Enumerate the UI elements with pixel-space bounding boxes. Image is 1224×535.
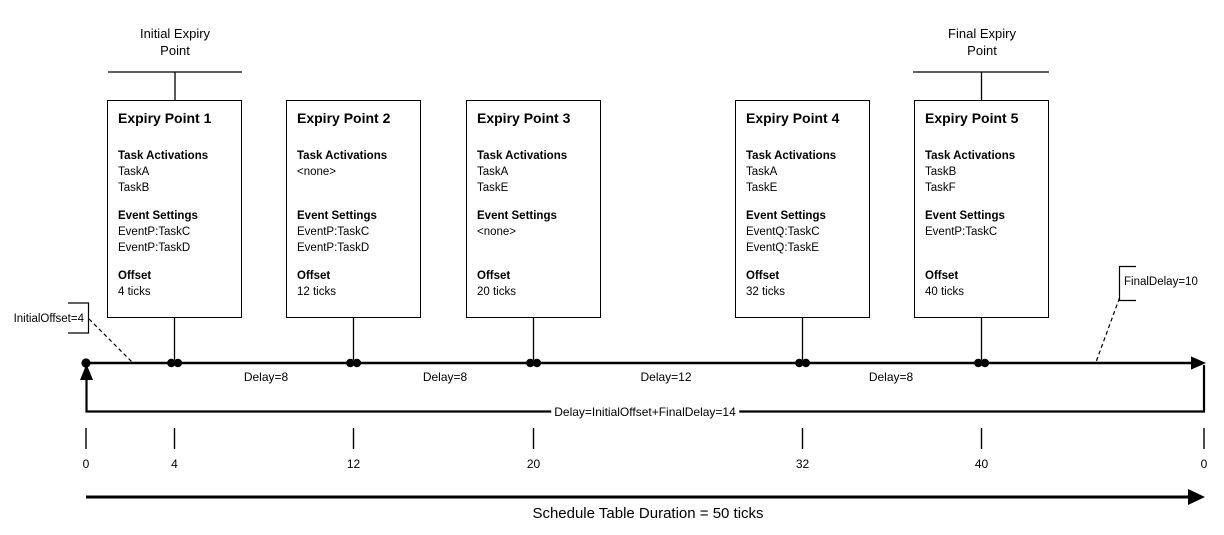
initial-expiry-point-label: Initial Expiry Point [139, 26, 211, 58]
schedule-table-duration-label: Schedule Table Duration = 50 ticks [532, 505, 764, 522]
final-expiry-point-label: Final Expiry Point [948, 26, 1016, 58]
timeline-start-dot [81, 358, 91, 368]
event-settings-list: EventP:TaskC [925, 226, 998, 238]
axis-tick-label-40: 40 [974, 457, 989, 471]
wrap-delay-label: Delay=InitialOffset+FinalDelay=14 [551, 405, 739, 419]
offset-value: 32 ticks [746, 286, 785, 298]
timeline-arrowhead [1191, 356, 1206, 370]
delay-label-4: Delay=8 [868, 370, 914, 384]
event-settings-list: EventQ:TaskC EventQ:TaskE [746, 226, 820, 254]
offset-header: Offset [925, 270, 959, 282]
expiry-point-dots [167, 358, 990, 368]
task-activations-list: TaskA TaskE [746, 166, 778, 194]
delay-label-1: Delay=8 [243, 370, 289, 384]
expiry-point-box-2: Expiry Point 2 Task Activations <none> E… [286, 100, 421, 318]
axis-tick-label-32: 32 [795, 457, 810, 471]
task-activations-list: TaskA TaskB [118, 166, 150, 194]
event-settings-header: Event Settings [925, 210, 1005, 222]
expiry-point-box-1: Expiry Point 1 Task Activations TaskA Ta… [107, 100, 242, 318]
event-settings-header: Event Settings [118, 210, 198, 222]
delay-label-2: Delay=8 [422, 370, 468, 384]
duration-arrowhead [1188, 489, 1205, 505]
final-delay-leader-line [1095, 297, 1121, 363]
offset-value: 12 ticks [297, 286, 336, 298]
box-to-timeline-connectors [173, 318, 983, 360]
initial-expiry-bracket [108, 71, 242, 100]
initial-offset-callout: InitialOffset=4 [13, 313, 84, 325]
expiry-point-box-5: Expiry Point 5 Task Activations TaskB Ta… [914, 100, 1049, 318]
task-activations-header: Task Activations [477, 150, 568, 162]
offset-header: Offset [297, 270, 331, 282]
expiry-point-title: Expiry Point 2 [297, 110, 391, 126]
offset-header: Offset [746, 270, 780, 282]
expiry-point-title: Expiry Point 5 [925, 110, 1019, 126]
expiry-point-title: Expiry Point 1 [118, 110, 212, 126]
offset-header: Offset [477, 270, 511, 282]
axis-tick-label-wrap0: 0 [1200, 457, 1208, 471]
axis-tick-marks [85, 428, 1205, 449]
expiry-point-title: Expiry Point 3 [477, 110, 571, 126]
event-settings-list: EventP:TaskC EventP:TaskD [297, 226, 370, 254]
axis-tick-label-4: 4 [171, 457, 178, 471]
task-activations-header: Task Activations [925, 150, 1016, 162]
task-activations-list: TaskB TaskF [925, 166, 957, 194]
event-settings-list: EventP:TaskC EventP:TaskD [118, 226, 191, 254]
expiry-point-title: Expiry Point 4 [746, 110, 840, 126]
delay-label-3: Delay=12 [640, 370, 692, 384]
task-activations-header: Task Activations [746, 150, 837, 162]
expiry-point-box-3: Expiry Point 3 Task Activations TaskA Ta… [466, 100, 601, 318]
axis-tick-label-20: 20 [526, 457, 541, 471]
task-activations-header: Task Activations [297, 150, 388, 162]
offset-value: 40 ticks [925, 286, 964, 298]
event-settings-list: <none> [477, 226, 517, 238]
task-activations-list: TaskA TaskE [477, 166, 509, 194]
final-delay-callout: FinalDelay=10 [1124, 276, 1198, 288]
initial-offset-leader-line [88, 318, 133, 363]
offset-value: 20 ticks [477, 286, 516, 298]
offset-header: Offset [118, 270, 152, 282]
wrap-delay-up-arrowhead [80, 364, 93, 380]
axis-tick-label-0: 0 [82, 457, 90, 471]
task-activations-list: <none> [297, 166, 337, 178]
final-expiry-bracket [913, 71, 1049, 100]
task-activations-header: Task Activations [118, 150, 209, 162]
expiry-point-box-4: Expiry Point 4 Task Activations TaskA Ta… [735, 100, 870, 318]
event-settings-header: Event Settings [477, 210, 557, 222]
axis-tick-label-12: 12 [346, 457, 361, 471]
offset-value: 4 ticks [118, 286, 151, 298]
event-settings-header: Event Settings [746, 210, 826, 222]
event-settings-header: Event Settings [297, 210, 377, 222]
